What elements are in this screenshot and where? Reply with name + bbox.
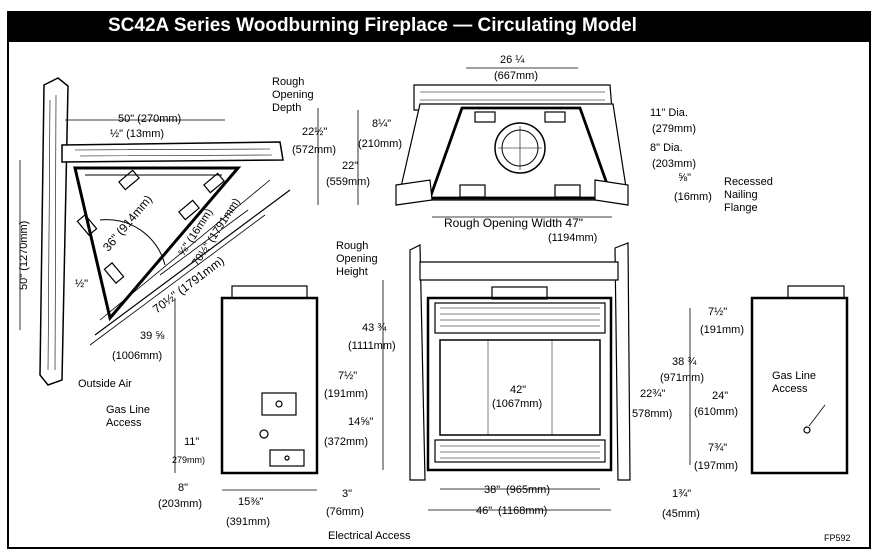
dia-8-mm-label: (203mm) [652, 158, 697, 170]
dia-11-mm-label: (279mm) [652, 123, 697, 135]
bottom-1-label: 1¾" [672, 488, 692, 500]
right-view [750, 285, 849, 475]
bottom-3-label: 3" [342, 488, 353, 500]
bottom-8-label: 8" [178, 482, 189, 494]
figure-code: FP592 [824, 533, 851, 543]
width-46-mm-label: (1168mm) [498, 505, 548, 517]
width-46-label: 46" [476, 505, 493, 517]
corner-wall-left-label: 50" (270mm) [118, 113, 182, 125]
opening-42-label: 42" [510, 384, 527, 396]
right-gas-line-label: Gas Line Access [772, 370, 817, 395]
side-height-label: 39 ⅝ [140, 330, 165, 342]
side-height-mm-label: (1006mm) [112, 350, 163, 362]
dia-8-label: 8" Dia. [650, 142, 683, 154]
corner-wall-height-label: 50" (1270mm) [18, 220, 30, 290]
side-gas-line-label: Gas Line Access [106, 404, 151, 429]
depth-22-half-label: 22½" [302, 126, 328, 138]
recess-5-8-label: ⅝" [678, 172, 692, 184]
width-38-mm-label: (965mm) [506, 484, 551, 496]
offset-14-label: 14⅝" [348, 416, 374, 428]
offset-11-label: 11" [184, 436, 200, 448]
recess-mm-label: (16mm) [674, 191, 712, 203]
corner-offset-label: ½" (13mm) [110, 128, 165, 140]
rough-width-mm-label: (1194mm) [548, 232, 598, 244]
electrical-access-label: Electrical Access [328, 530, 411, 542]
dia-11-label: 11" Dia. [650, 107, 688, 119]
bottom-3-mm-label: (76mm) [326, 506, 364, 518]
offset-7-half-label: 7½" [338, 370, 358, 382]
depth-8-quarter-mm-label: (210mm) [358, 138, 403, 150]
bottom-1-mm-label: (45mm) [662, 508, 700, 520]
height-22-mm-label: 578mm) [632, 408, 673, 420]
top-width-label: 26 ¼ [500, 54, 525, 66]
bottom-15-label: 15⅜" [238, 496, 264, 508]
depth-22-label: 22" [342, 160, 359, 172]
height-24-mm-label: (610mm) [694, 406, 739, 418]
bottom-7-mm-label: (197mm) [694, 460, 739, 472]
offset-11-mm-label: 279mm) [172, 455, 206, 465]
height-22-label: 22¾" [640, 388, 666, 400]
bottom-7-label: 7¾" [708, 442, 728, 454]
opening-42-mm-label: (1067mm) [492, 398, 543, 410]
title-bar: SC42A Series Woodburning Fireplace — Cir… [8, 12, 870, 42]
bottom-15-mm-label: (391mm) [226, 516, 271, 528]
corner-view [19, 77, 291, 386]
offset-14-mm-label: (372mm) [324, 436, 369, 448]
top-7-half-label: 7½" [708, 306, 728, 318]
height-38-label: 38 ¾ [672, 356, 697, 368]
top-7-half-mm-label: (191mm) [700, 324, 745, 336]
top-view [317, 67, 629, 218]
height-24-label: 24" [712, 390, 729, 402]
height-38-mm-label: (971mm) [660, 372, 705, 384]
depth-8-quarter-label: 8¼" [372, 118, 392, 130]
width-38-label: 38" [484, 484, 501, 496]
depth-22-mm-label: (559mm) [326, 176, 371, 188]
height-43-mm-label: (1111mm) [348, 340, 396, 352]
rough-height-label: Rough Opening Height [336, 240, 378, 278]
rough-width-label: Rough Opening Width 47" [444, 216, 584, 230]
recess-label: Recessed Nailing Flange [724, 176, 773, 214]
corner-small-half-label: ½" [75, 278, 89, 290]
top-width-mm-label: (667mm) [494, 70, 539, 82]
rough-depth-label: Rough Opening Depth [272, 76, 314, 114]
bottom-8-mm-label: (203mm) [158, 498, 203, 510]
front-view [382, 242, 691, 511]
outside-air-label: Outside Air [78, 378, 132, 390]
page-title: SC42A Series Woodburning Fireplace — Cir… [108, 15, 637, 36]
depth-22-half-mm-label: (572mm) [292, 144, 337, 156]
side-view [174, 285, 319, 491]
height-43-label: 43 ¾ [362, 322, 387, 334]
offset-7-half-mm-label: (191mm) [324, 388, 369, 400]
